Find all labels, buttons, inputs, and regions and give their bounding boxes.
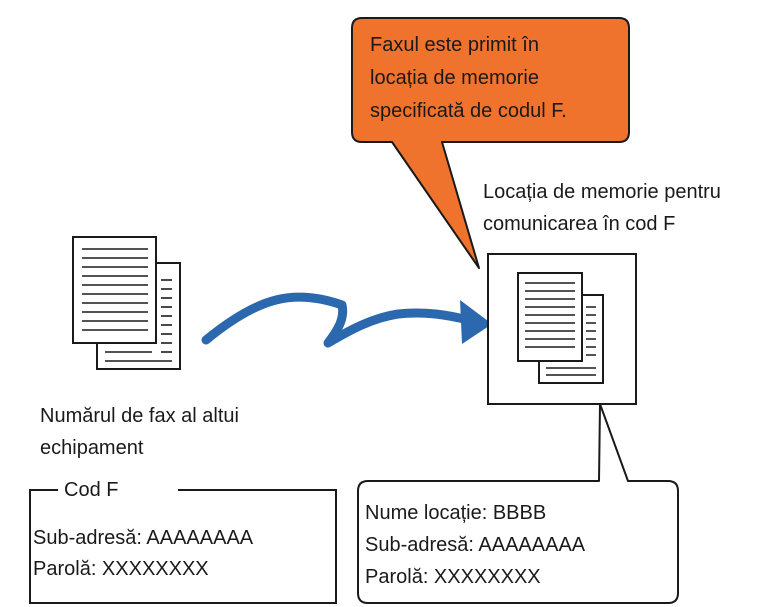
code-f-box: [29, 489, 337, 604]
transfer-arrow-icon: [201, 292, 492, 348]
orange-callout-line-3: specificată de codul F.: [370, 100, 567, 122]
location-subaddress: Sub-adresă: AAAAAAAA: [365, 534, 586, 556]
code-f-password: Parolă: XXXXXXXX: [33, 558, 209, 580]
orange-callout-line-2: locația de memorie: [370, 67, 539, 89]
location-password: Parolă: XXXXXXXX: [365, 566, 541, 588]
location-callout-shape: [357, 403, 679, 604]
memory-location-title-line-2: comunicarea în cod F: [483, 213, 676, 235]
sender-label-line-2: echipament: [40, 437, 144, 459]
memory-location-title-line-1: Locația de memorie pentru: [483, 181, 721, 203]
orange-callout-shape: [351, 17, 630, 269]
sender-document-icon: [72, 236, 181, 370]
code-f-subaddress: Sub-adresă: AAAAAAAA: [33, 527, 254, 549]
location-name: Nume locație: BBBB: [365, 502, 547, 524]
sender-label-line-1: Numărul de fax al altui: [40, 405, 239, 427]
orange-callout-line-1: Faxul este primit în: [370, 34, 539, 56]
code-f-legend: Cod F: [64, 479, 119, 501]
memory-document-icon: [517, 272, 604, 384]
